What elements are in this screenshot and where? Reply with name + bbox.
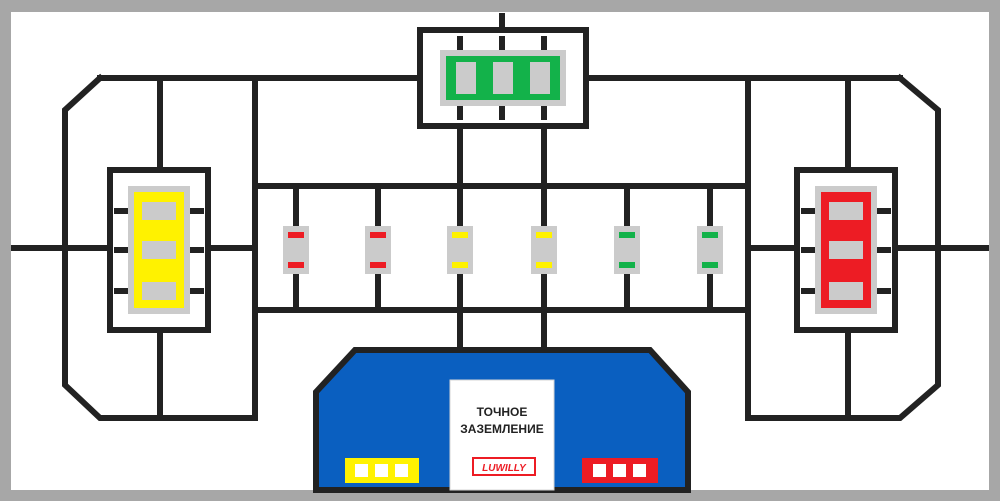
cube-marker-yellow <box>447 226 473 274</box>
cube-marker-yellow <box>531 226 557 274</box>
logo-text: LUWILLY <box>482 463 527 474</box>
logo-badge <box>472 457 536 476</box>
cube-row <box>283 226 723 274</box>
label-line-1: ТОЧНОЕ <box>477 405 528 419</box>
label-line-2: ЗАЗЕМЛЕНИЕ <box>460 422 543 436</box>
red-zone <box>801 186 891 314</box>
cube-marker-red <box>365 226 391 274</box>
cube-marker-red <box>283 226 309 274</box>
cube-marker-green <box>614 226 640 274</box>
yellow-zone <box>114 186 204 314</box>
base-zone <box>313 347 691 493</box>
cube-marker-green <box>697 226 723 274</box>
green-zone <box>440 36 566 120</box>
